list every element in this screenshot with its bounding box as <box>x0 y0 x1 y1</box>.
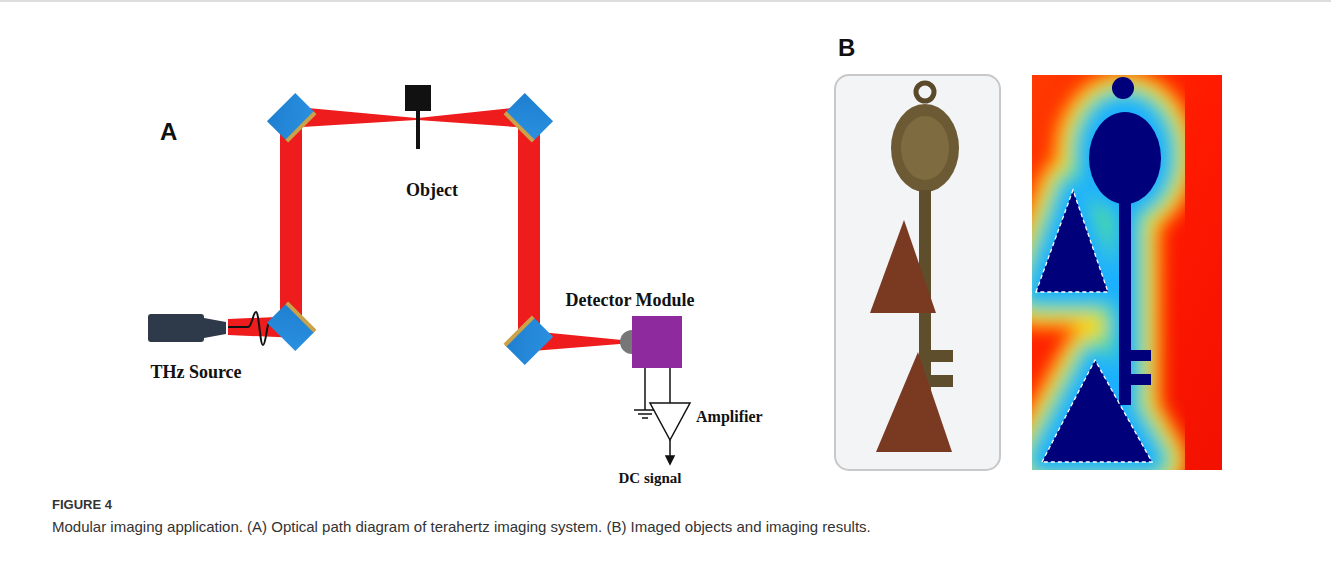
component-label: THz Source <box>150 362 241 383</box>
figure-caption: Modular imaging application. (A) Optical… <box>52 518 1272 535</box>
component-label: Amplifier <box>696 408 763 426</box>
detector-module <box>620 316 682 368</box>
component-label: Object <box>406 180 458 201</box>
thz-image <box>1032 75 1222 470</box>
component-label: Detector Module <box>565 290 694 311</box>
panel-letter: A <box>160 118 177 146</box>
thz-source <box>148 314 226 342</box>
top-rule <box>0 1 1331 2</box>
amplifier-circuit <box>634 368 690 464</box>
thz-beam <box>228 106 632 352</box>
object-holder <box>405 85 431 149</box>
key-photo <box>870 83 959 452</box>
photo-frame <box>835 75 1000 470</box>
figure-number: FIGURE 4 <box>52 497 112 512</box>
signal-label: DC signal <box>619 470 682 487</box>
mirror <box>267 93 553 365</box>
panel-letter: B <box>838 34 855 62</box>
